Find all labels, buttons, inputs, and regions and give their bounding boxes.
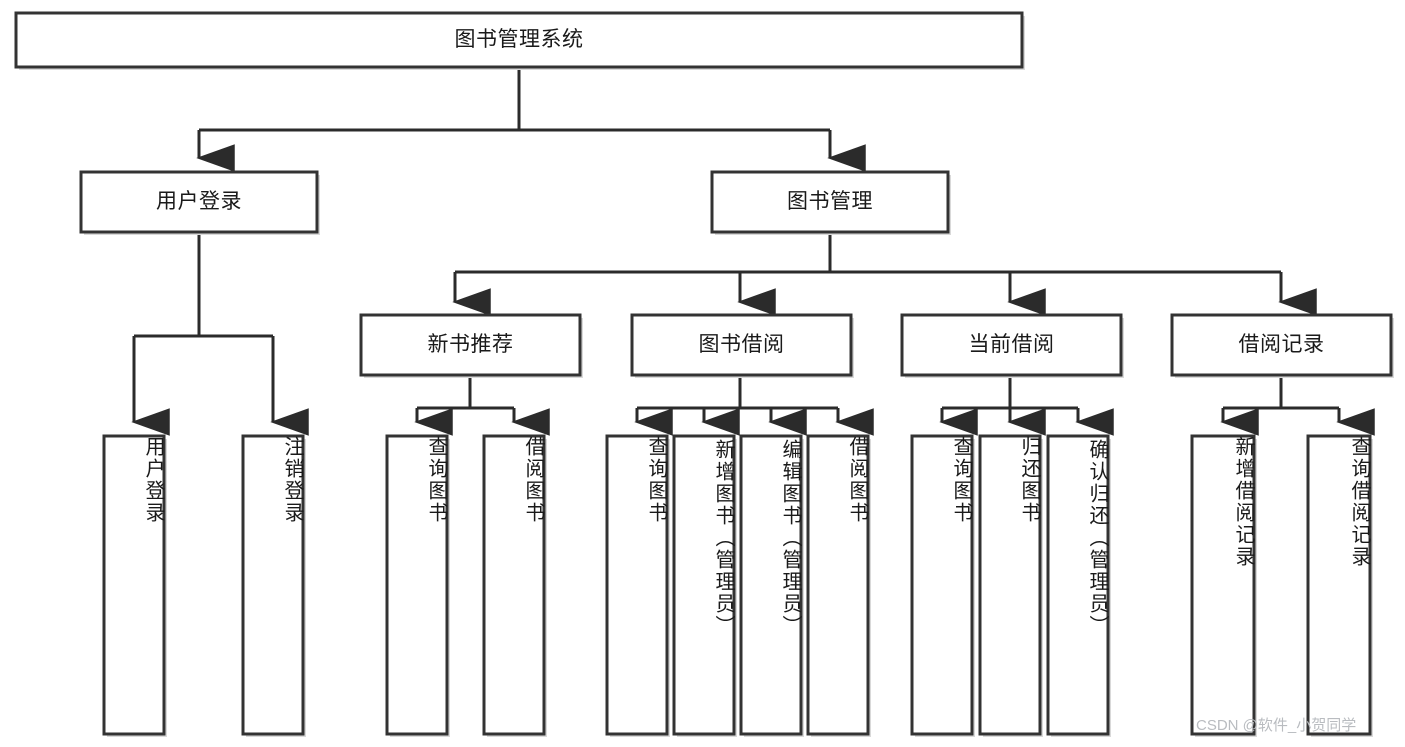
node-box-bb-borrow-book[interactable]	[806, 434, 870, 736]
connector-layer	[131, 67, 1375, 436]
node-box-br-add-record[interactable]	[1190, 434, 1256, 736]
node-box-user-login-do[interactable]	[102, 434, 166, 736]
node-box-cb-return-book[interactable]	[978, 434, 1042, 736]
node-box-bb-edit-book[interactable]	[739, 434, 803, 736]
node-box-new-book-recommend[interactable]	[359, 313, 582, 377]
node-box-br-query-record[interactable]	[1306, 434, 1372, 736]
node-box-borrow-records[interactable]	[1170, 313, 1393, 377]
node-box-cb-confirm-return[interactable]	[1046, 434, 1110, 736]
node-box-cb-query-book[interactable]	[910, 434, 974, 736]
node-box-bb-query-book[interactable]	[605, 434, 669, 736]
node-box-nbr-query-book[interactable]	[385, 434, 449, 736]
node-box-layer	[14, 11, 1393, 736]
node-box-user-login[interactable]	[79, 170, 319, 234]
node-box-user-logout[interactable]	[241, 434, 305, 736]
node-box-book-management[interactable]	[710, 170, 950, 234]
node-box-nbr-borrow-book[interactable]	[482, 434, 546, 736]
node-box-current-borrow[interactable]	[900, 313, 1123, 377]
csdn-watermark: CSDN @软件_小贺同学	[1196, 717, 1357, 734]
node-box-bb-add-book[interactable]	[672, 434, 736, 736]
node-box-book-borrow[interactable]	[630, 313, 853, 377]
node-box-root[interactable]	[14, 11, 1024, 69]
